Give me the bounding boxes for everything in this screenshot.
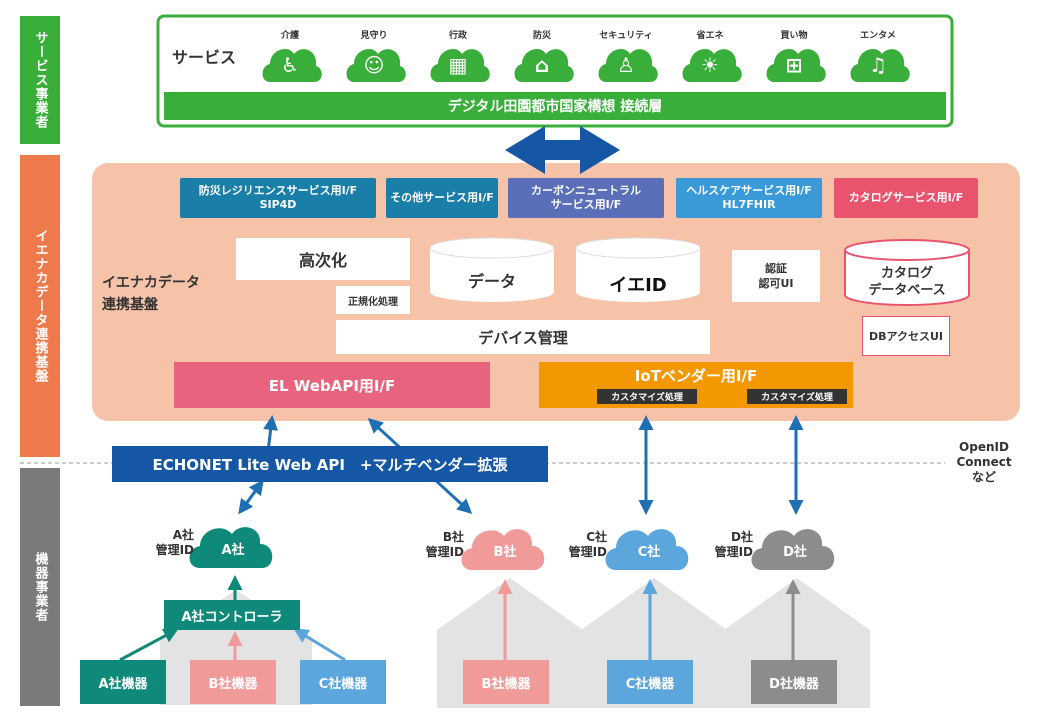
vendor-b-id-label: B社 管理ID	[425, 530, 464, 559]
service-cloud-icon	[598, 49, 658, 82]
device-b-in-house-a: B社機器	[190, 660, 276, 704]
platform-background	[92, 163, 1020, 421]
ieid-cylinder	[575, 237, 701, 302]
device-c-in-house-a: C社機器	[300, 660, 386, 704]
catalog-db-cylinder	[844, 239, 970, 306]
service-cloud-icon	[262, 49, 322, 82]
service-item-label: 買い物	[780, 31, 808, 41]
advanced-box: 高次化	[236, 238, 410, 280]
customize-d-tag: カスタマイズ処理	[747, 389, 847, 404]
if-catalog[interactable]: カタログサービス用I/F	[834, 178, 978, 218]
arrow-echonet-to-a	[238, 479, 264, 515]
cloud-d-shape	[751, 529, 835, 570]
service-cloud-icon	[682, 49, 742, 82]
service-item-label: エンタメ	[860, 31, 896, 41]
service-item-label: 行政	[448, 31, 467, 41]
service-item[interactable]: 見守り ☺	[342, 28, 406, 84]
service-item-label: 省エネ	[696, 31, 724, 41]
if-bousai[interactable]: 防災レジリエンスサービス用I/F SIP4D	[180, 178, 376, 218]
side-label-device-text: 機器事業者	[32, 552, 48, 622]
building-icon: ▦	[448, 53, 468, 77]
ieid-label: イエID	[609, 275, 667, 296]
if-healthcare[interactable]: ヘルスケアサービス用I/F HL7FHIR	[676, 178, 822, 218]
service-cloud-icon	[430, 49, 490, 82]
person-icon: ☺	[363, 53, 385, 77]
service-item[interactable]: 防災 ⌂	[510, 28, 574, 84]
services-title: サービス	[172, 48, 237, 67]
a-controller: A社コントローラ	[164, 600, 300, 630]
cloud-a-shape	[189, 527, 273, 568]
echonet-bar: ECHONET Lite Web API +マルチベンダー拡張	[112, 446, 548, 482]
lightbulb-icon: ☀	[701, 53, 719, 77]
cloud-a-label: A社	[221, 542, 245, 558]
service-platform-double-arrow	[505, 126, 620, 174]
side-label-service: サービス事業者	[20, 16, 60, 144]
vendor-c-id-label: C社 管理ID	[568, 530, 607, 559]
if-carbon[interactable]: カーボンニュートラル サービス用I/F	[508, 178, 664, 218]
device-c: C社機器	[607, 660, 693, 704]
cloud-c-shape	[605, 529, 689, 570]
device-b: B社機器	[463, 660, 549, 704]
normalization-box: 正規化処理	[336, 286, 410, 314]
el-webapi-if[interactable]: EL WebAPI用I/F	[174, 362, 490, 408]
if-other[interactable]: その他サービス用I/F	[386, 178, 498, 218]
connection-layer-label: デジタル田園都市国家構想 接続層	[447, 99, 663, 115]
house-disaster-icon: ⌂	[534, 53, 550, 77]
service-item-label: 防災	[532, 31, 551, 41]
side-label-device: 機器事業者	[20, 468, 60, 706]
service-item-label: 介護	[280, 31, 299, 41]
arrow-a-device-to-controller	[119, 628, 179, 662]
vendor-d-id-label: D社 管理ID	[714, 530, 753, 559]
service-item[interactable]: 買い物 ⊞	[762, 28, 826, 84]
device-a-in-house-a: A社機器	[80, 660, 166, 704]
arrow-c-device-to-controller	[293, 628, 346, 662]
cloud-b-label: B社	[493, 544, 517, 560]
cloud-d-label: D社	[783, 544, 807, 560]
cloud-b-shape	[461, 529, 545, 570]
side-label-platform: イエナカデータ連携基盤	[20, 155, 60, 457]
service-cloud-icon	[346, 49, 406, 82]
music-note-icon: ♫	[869, 53, 887, 77]
service-item[interactable]: セキュリティ ♙	[594, 28, 658, 84]
catalog-db-label: カタログ データベース	[868, 266, 946, 298]
side-label-service-text: サービス事業者	[32, 31, 48, 129]
data-cylinder	[429, 237, 555, 302]
connection-layer-bar: デジタル田園都市国家構想 接続層	[164, 92, 946, 120]
db-access-box: DBアクセスUI	[862, 316, 950, 356]
service-item[interactable]: 省エネ ☀	[678, 28, 742, 84]
services-row: 介護 ♿ 見守り ☺ 行政 ▦ 防災 ⌂ セキュリティ ♙ 省エネ ☀ 買い物 ⊞ エンタメ ♫	[258, 28, 948, 84]
service-item[interactable]: 介護 ♿	[258, 28, 322, 84]
auth-box: 認証 認可UI	[732, 250, 820, 302]
vendor-a-id-label: A社 管理ID	[155, 528, 194, 557]
service-item-label: セキュリティ	[599, 31, 653, 41]
service-cloud-icon	[514, 49, 574, 82]
service-item[interactable]: 行政 ▦	[426, 28, 490, 84]
wheelchair-icon: ♿	[281, 53, 299, 77]
service-item[interactable]: エンタメ ♫	[846, 28, 910, 84]
openid-note: OpenID Connect など	[956, 440, 1012, 484]
service-item-label: 見守り	[360, 31, 388, 41]
iot-vendor-if[interactable]: IoTベンダー用I/F カスタマイズ処理 カスタマイズ処理	[539, 362, 853, 408]
shopping-cart-icon: ⊞	[785, 53, 803, 77]
service-cloud-icon	[850, 49, 910, 82]
data-store-label: データ	[467, 272, 516, 291]
side-label-platform-text: イエナカデータ連携基盤	[32, 229, 48, 383]
security-guard-icon: ♙	[617, 53, 635, 77]
service-cloud-icon	[766, 49, 826, 82]
iot-vendor-label: IoTベンダー用I/F	[634, 366, 758, 385]
customize-c-tag: カスタマイズ処理	[597, 389, 697, 404]
cloud-c-label: C社	[637, 544, 661, 560]
device-d: D社機器	[751, 660, 837, 704]
device-mgmt-box: デバイス管理	[336, 320, 710, 354]
platform-name: イエナカデータ 連携基盤	[102, 275, 200, 313]
